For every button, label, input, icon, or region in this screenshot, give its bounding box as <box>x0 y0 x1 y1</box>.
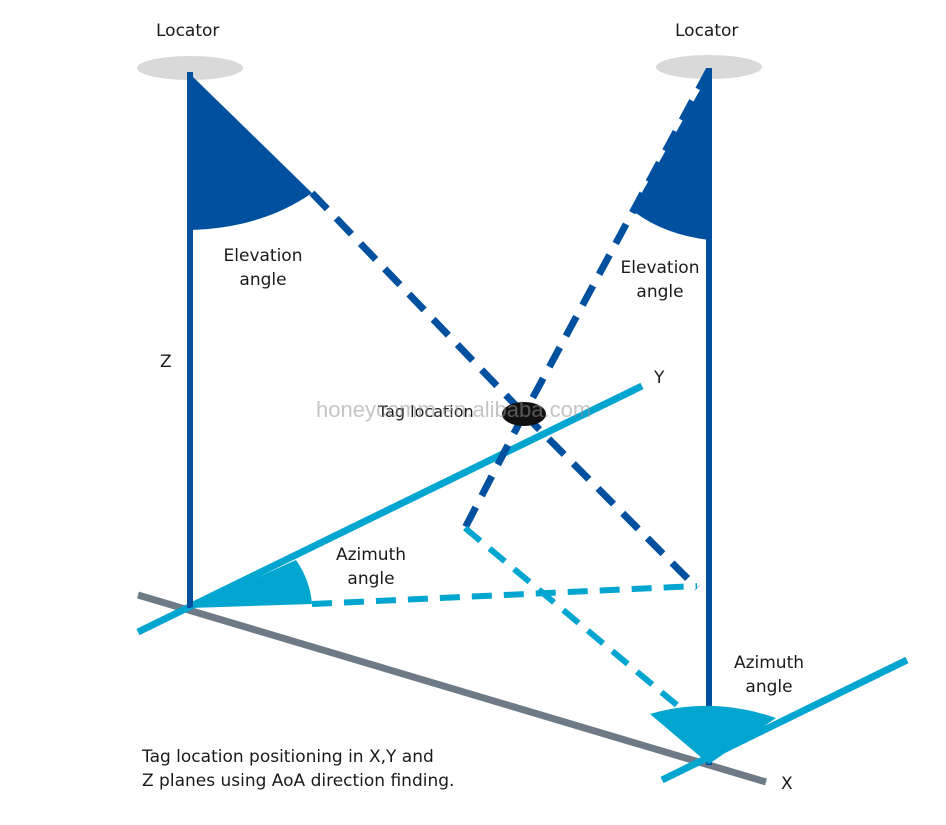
elevation-angle-left-wedge <box>190 74 312 230</box>
azimuth-angle-left-wedge <box>190 560 312 608</box>
x-axis-label: X <box>781 774 793 794</box>
locator-left-disc <box>137 56 243 80</box>
azimuth-angle-left-label: Azimuth angle <box>323 543 419 591</box>
tag-to-lower-projection-dashed <box>461 412 528 530</box>
azimuth-left-line-2: angle <box>347 569 395 589</box>
azimuth-left-line-1: Azimuth <box>335 545 407 565</box>
right-azimuth-baseline <box>660 656 909 784</box>
caption-line-1: Tag location positioning in X,Y and <box>142 747 434 767</box>
elevation-angle-right-wedge <box>632 74 709 240</box>
right-elevation-ray <box>520 68 713 416</box>
azimuth-angle-right-label: Azimuth angle <box>721 651 817 699</box>
left-azimuth-ray <box>311 583 698 607</box>
elevation-angle-left-label: Elevation angle <box>214 244 312 292</box>
right-azimuth-ray <box>463 525 692 719</box>
elevation-left-line-1: Elevation <box>223 246 303 266</box>
azimuth-angle-right-wedge <box>650 705 776 764</box>
azimuth-right-line-2: angle <box>745 677 793 697</box>
z-axis-label: Z <box>160 352 172 372</box>
tag-location-label: Tag location <box>378 402 474 421</box>
elevation-right-line-1: Elevation <box>620 258 700 278</box>
tag-to-xy-projection-dashed <box>521 411 700 591</box>
left-elevation-ray <box>309 190 527 417</box>
elevation-left-line-2: angle <box>239 270 287 290</box>
x-axis-line <box>137 591 767 786</box>
elevation-right-line-2: angle <box>636 282 684 302</box>
locator-left-label: Locator <box>156 21 220 41</box>
locator-right-disc <box>656 55 762 79</box>
y-axis-line <box>136 382 644 636</box>
tag-marker <box>502 402 546 426</box>
locator-right-label: Locator <box>675 21 739 41</box>
watermark: honeycomm.en.alibaba.com <box>316 397 592 422</box>
azimuth-right-line-1: Azimuth <box>733 653 805 673</box>
y-axis-label: Y <box>654 368 665 388</box>
caption: Tag location positioning in X,Y and Z pl… <box>142 745 454 793</box>
elevation-angle-right-label: Elevation angle <box>611 256 709 304</box>
caption-line-2: Z planes using AoA direction finding. <box>142 771 455 791</box>
